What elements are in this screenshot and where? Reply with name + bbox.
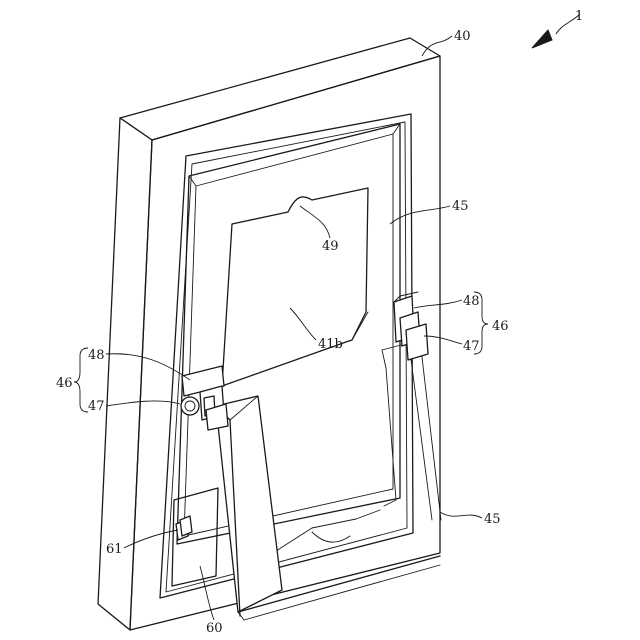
label-40: 40 <box>454 29 471 44</box>
label-45-top: 45 <box>452 199 469 214</box>
view-arrow-1 <box>532 14 580 48</box>
label-41b: 41b <box>318 337 343 352</box>
hinge-46-right <box>394 292 428 360</box>
label-47-right: 47 <box>463 339 480 354</box>
label-61: 61 <box>106 542 123 557</box>
panel-45-swung <box>382 340 441 520</box>
label-47-left: 47 <box>88 399 105 414</box>
label-45-bottom: 45 <box>484 512 501 527</box>
label-49: 49 <box>322 239 339 254</box>
label-1: 1 <box>575 9 583 24</box>
picture-sheet-49 <box>222 188 368 386</box>
label-60: 60 <box>206 621 223 636</box>
label-48-right: 48 <box>463 294 480 309</box>
label-46-left: 46 <box>56 376 73 391</box>
label-48-left: 48 <box>88 348 105 363</box>
label-46-right: 46 <box>492 319 509 334</box>
